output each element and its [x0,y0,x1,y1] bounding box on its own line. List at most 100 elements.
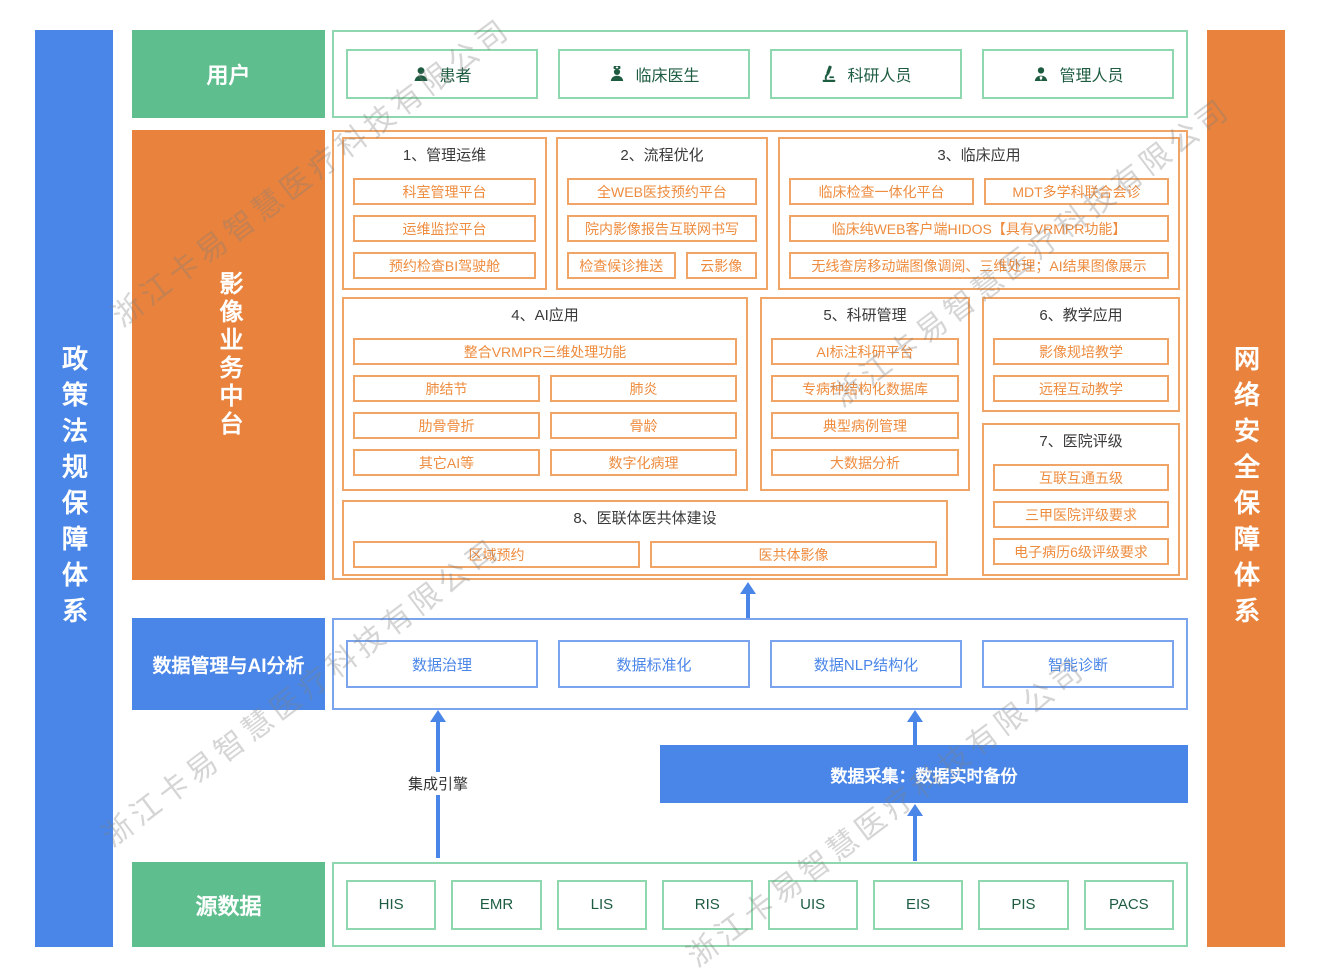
section-item: 骨龄 [550,412,737,439]
section-row: 科室管理平台 [353,178,536,205]
section-row: 典型病例管理 [771,412,959,439]
platform-section-2: 2、流程优化全WEB医技预约平台院内影像报告互联网书写检查候诊推送云影像 [556,137,768,290]
arrow-head-icon [740,582,756,594]
section-title: 4、AI应用 [511,307,579,324]
section-item: 互联互通五级 [993,464,1169,491]
network-security-sidebar: 网络安全保障体系 [1207,30,1285,947]
data-ai-item: 数据治理 [346,640,538,688]
platform-section-8: 8、医联体医共体建设区域预约医共体影像 [342,500,948,576]
section-item: 医共体影像 [650,541,937,568]
source-system-item: RIS [662,879,753,930]
section-row: 互联互通五级 [993,464,1169,491]
section-row: AI标注科研平台 [771,338,959,365]
section-item: 运维监控平台 [353,215,536,242]
section-title: 8、医联体医共体建设 [573,510,717,527]
platform-section-1: 1、管理运维科室管理平台运维监控平台预约检查BI驾驶舱 [342,137,547,290]
section-row: 三甲医院评级要求 [993,501,1169,528]
data-collection-label: 数据采集：数据实时备份 [830,766,1018,786]
arrow-line [913,720,917,745]
users-row-label-text: 用户 [206,63,251,88]
section-row: 临床检查一体化平台 MDT多学科联合会诊 [789,178,1169,205]
user-item-label: 患者 [439,68,472,85]
section-item: 专病种结构化数据库 [771,375,959,402]
section-row: 运维监控平台 [353,215,536,242]
imaging-platform-label-text: 影像业务中台 [215,271,242,439]
data-ai-item: 数据NLP结构化 [770,640,962,688]
section-row: 肺结节肺炎 [353,375,737,402]
data-ai-item: 数据标准化 [558,640,750,688]
section-item: 三甲医院评级要求 [993,501,1169,528]
section-item: 临床检查一体化平台 [789,178,974,205]
source-system-item: UIS [767,879,858,930]
integration-engine-label: 集成引擎 [403,772,473,795]
section-row: 全WEB医技预约平台 [567,178,757,205]
arrow-head-icon [907,710,923,722]
section-item: 影像规培教学 [993,338,1169,365]
user-item-label: 临床医生 [635,68,700,85]
up-arrow-collection-to-dataai [907,710,923,745]
section-row: 远程互动教学 [993,375,1169,402]
section-item: 无线查房移动端图像调阅、三维处理；AI结果图像展示 [789,252,1169,279]
section-title: 7、医院评级 [1039,433,1123,450]
section-item: AI标注科研平台 [771,338,959,365]
section-row: 其它AI等数字化病理 [353,449,737,476]
section-row: 整合VRMPR三维处理功能 [353,338,737,365]
section-item: 数字化病理 [550,449,737,476]
up-arrow-source-to-collection [907,804,923,861]
platform-section-7: 7、医院评级互联互通五级三甲医院评级要求电子病历6级评级要求 [982,423,1180,576]
section-row: 电子病历6级评级要求 [993,538,1169,565]
data-ai-container: 数据治理数据标准化数据NLP结构化智能诊断 [332,618,1188,710]
arrow-head-icon [430,710,446,722]
arrow-line [913,814,917,861]
platform-section-5: 5、科研管理 AI标注科研平台专病种结构化数据库典型病例管理大数据分析 [760,297,970,491]
source-data-row-label: 源数据 [132,862,325,947]
source-system-item: LIS [556,879,648,930]
arrow-line [746,592,750,618]
section-row: 院内影像报告互联网书写 [567,215,757,242]
source-system-item: PIS [978,879,1069,930]
section-item: 肺炎 [550,375,737,402]
section-item: 大数据分析 [771,449,959,476]
policy-regulation-sidebar: 政策法规保障体系 [35,30,113,947]
section-item: 全WEB医技预约平台 [567,178,757,205]
user-item: 患者 [346,49,538,99]
section-title: 2、流程优化 [620,147,704,164]
manager-icon [1032,65,1050,83]
section-item: 电子病历6级评级要求 [993,538,1169,565]
source-data-row-label-text: 源数据 [195,893,262,919]
section-row: 专病种结构化数据库 [771,375,959,402]
section-row: 区域预约医共体影像 [353,541,937,568]
section-item: MDT多学科联合会诊 [984,178,1169,205]
platform-section-3: 3、临床应用临床检查一体化平台 MDT多学科联合会诊临床纯WEB客户端HIDOS【… [778,137,1180,290]
user-item: 科研人员 [770,49,962,99]
patient-icon [412,65,430,83]
users-row-label: 用户 [132,30,325,118]
policy-regulation-label: 政策法规保障体系 [58,344,89,633]
data-ai-row-label-text: 数据管理与AI分析 [152,655,305,677]
user-item-label: 科研人员 [847,68,912,85]
source-system-item: EMR [451,879,542,930]
section-title: 5、科研管理 [823,307,907,324]
section-item: 云影像 [685,252,757,279]
arrow-head-icon [907,804,923,816]
section-item: 肺结节 [353,375,540,402]
section-row: 临床纯WEB客户端HIDOS【具有VRMPR功能】 [789,215,1169,242]
section-title: 3、临床应用 [937,147,1021,164]
section-item: 科室管理平台 [353,178,536,205]
section-item: 其它AI等 [353,449,540,476]
section-item: 区域预约 [353,541,640,568]
section-item: 临床纯WEB客户端HIDOS【具有VRMPR功能】 [789,215,1169,242]
user-item: 管理人员 [982,49,1174,99]
source-system-item: HIS [346,879,437,930]
users-container: 患者 临床医生 科研人员 管理人员 [332,30,1188,118]
platform-section-6: 6、教学应用影像规培教学远程互动教学 [982,297,1180,412]
section-row: 无线查房移动端图像调阅、三维处理；AI结果图像展示 [789,252,1169,279]
section-row: 肋骨骨折骨龄 [353,412,737,439]
section-row: 大数据分析 [771,449,959,476]
section-item: 整合VRMPR三维处理功能 [353,338,737,365]
section-title: 6、教学应用 [1039,307,1123,324]
platform-section-4: 4、AI应用整合VRMPR三维处理功能肺结节肺炎肋骨骨折骨龄其它AI等数字化病理 [342,297,748,491]
source-system-item: PACS [1083,879,1174,930]
